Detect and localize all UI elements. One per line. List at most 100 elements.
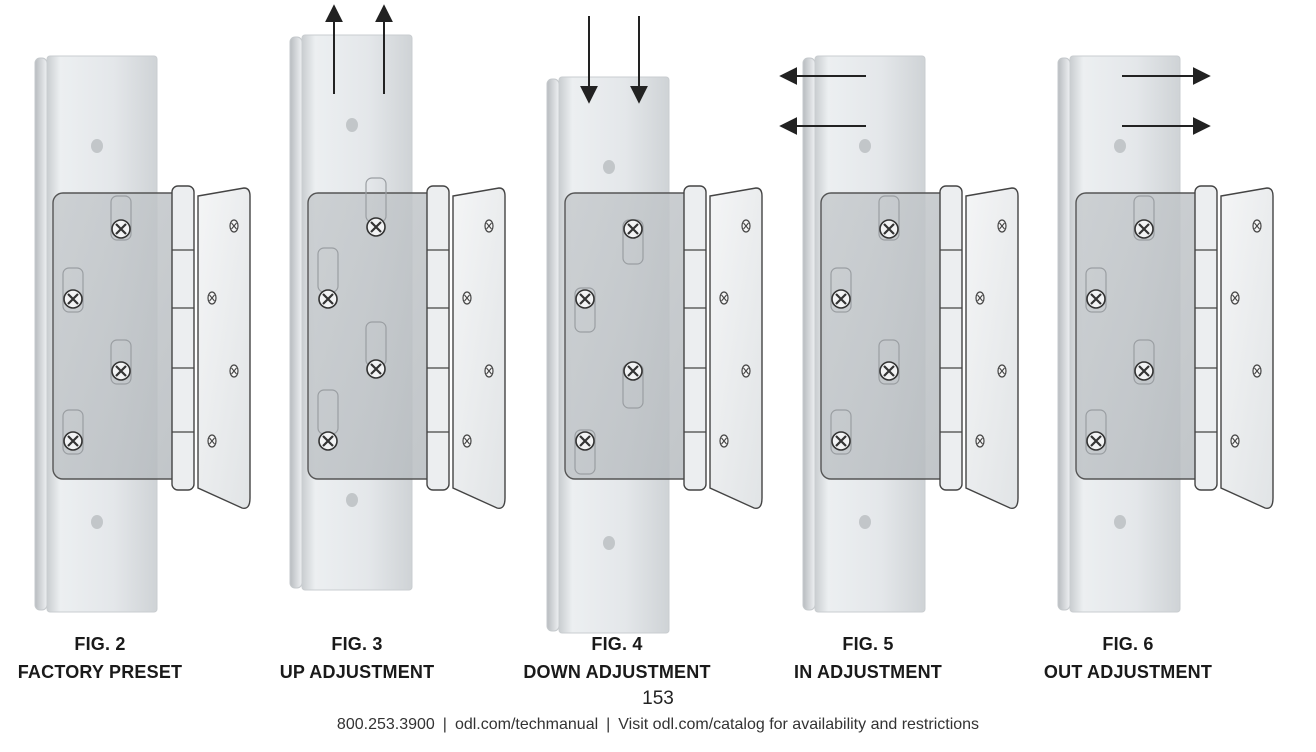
caption-fig-2: FIG. 2 FACTORY PRESET [0,630,230,686]
hinge-barrel [683,185,707,491]
adjustment-slot [110,339,132,385]
leaf-screw-icon [741,364,751,378]
leaf-screw-icon [1230,434,1240,448]
hinge-leaf [965,187,1019,509]
frame-hole [603,160,615,174]
footer-catalog-note: Visit odl.com/catalog for availability a… [618,716,980,733]
fig-title: FACTORY PRESET [17,662,183,682]
door-frame-lip [802,57,816,611]
screw-icon [366,217,386,237]
page-number: 153 [642,688,674,709]
fig-number: FIG. 2 [74,634,126,654]
adjustment-slot [62,409,84,455]
leaf-screw-icon [975,291,985,305]
leaf-screw-icon [484,364,494,378]
hinge-barrel [171,185,195,491]
screw-icon [575,289,595,309]
screw-icon [623,219,643,239]
leaf-screw-icon [997,364,1007,378]
screw-icon [366,359,386,379]
hinge-leaf [1220,187,1274,509]
footer: 800.253.3900 | odl.com/techmanual | Visit od… [0,716,1316,734]
fig-number: FIG. 5 [842,634,894,654]
leaf-screw-icon [462,434,472,448]
footer-separator: | [442,716,447,733]
hinge-figure-2 [34,55,251,613]
screw-icon [63,431,83,451]
adjustment-slot [1085,267,1107,313]
frame-hole [859,515,871,529]
screw-icon [879,219,899,239]
screw-icon [63,289,83,309]
hinge-figure-3 [289,4,506,591]
leaf-screw-icon [207,291,217,305]
leaf-screw-icon [997,219,1007,233]
footer-phone: 800.253.3900 [336,716,435,733]
frame-hole [603,536,615,550]
footer-techmanual-link[interactable]: odl.com/techmanual [454,716,599,733]
screw-icon [575,431,595,451]
screw-icon [1134,219,1154,239]
hinge-figure-6 [1057,55,1274,613]
adjustment-slot [878,339,900,385]
screw-icon [318,289,338,309]
adjustment-slot [830,409,852,455]
door-frame-lip [289,36,303,589]
screw-icon [879,361,899,381]
adjustment-slot [878,195,900,241]
hinge-figure-4 [546,16,763,634]
frame-hole [859,139,871,153]
screw-icon [831,431,851,451]
leaf-screw-icon [229,364,239,378]
hinge-illustrations [34,4,1274,634]
leaf-screw-icon [719,434,729,448]
screw-icon [623,361,643,381]
caption-fig-5: FIG. 5 IN ADJUSTMENT [738,630,998,686]
leaf-screw-icon [462,291,472,305]
adjustment-slot [110,195,132,241]
frame-hole [91,139,103,153]
door-frame-lip [1057,57,1071,611]
hinge-leaf [709,187,763,509]
hinge-figure-5 [779,55,1019,613]
adjustment-slot [1085,409,1107,455]
leaf-screw-icon [229,219,239,233]
adjustment-slot [1133,195,1155,241]
adjustment-slot [62,267,84,313]
fig-title: IN ADJUSTMENT [794,662,942,682]
door-frame-lip [546,78,560,632]
hinge-leaf [197,187,251,509]
screw-icon [1086,289,1106,309]
caption-fig-3: FIG. 3 UP ADJUSTMENT [227,630,487,686]
hinge-barrel [939,185,963,491]
screw-icon [1086,431,1106,451]
leaf-screw-icon [975,434,985,448]
fig-title: OUT ADJUSTMENT [1043,662,1213,682]
leaf-screw-icon [1230,291,1240,305]
adjustment-slot [574,429,596,475]
frame-hole [1114,139,1126,153]
adjustment-slot [1133,339,1155,385]
frame-hole [91,515,103,529]
footer-separator: | [606,716,611,733]
hinge-barrel [1194,185,1218,491]
screw-icon [1134,361,1154,381]
hinge-barrel [426,185,450,491]
adjustment-slot [830,267,852,313]
fig-title: UP ADJUSTMENT [279,662,435,682]
caption-fig-6: FIG. 6 OUT ADJUSTMENT [998,630,1258,686]
fig-number: FIG. 3 [331,634,383,654]
leaf-screw-icon [1252,364,1262,378]
door-frame-lip [34,57,48,611]
leaf-screw-icon [741,219,751,233]
leaf-screw-icon [484,219,494,233]
screw-icon [111,361,131,381]
leaf-screw-icon [1252,219,1262,233]
frame-hole [346,493,358,507]
frame-hole [346,118,358,132]
hinge-leaf [452,187,506,509]
leaf-screw-icon [719,291,729,305]
fig-number: FIG. 4 [591,634,643,654]
screw-icon [831,289,851,309]
